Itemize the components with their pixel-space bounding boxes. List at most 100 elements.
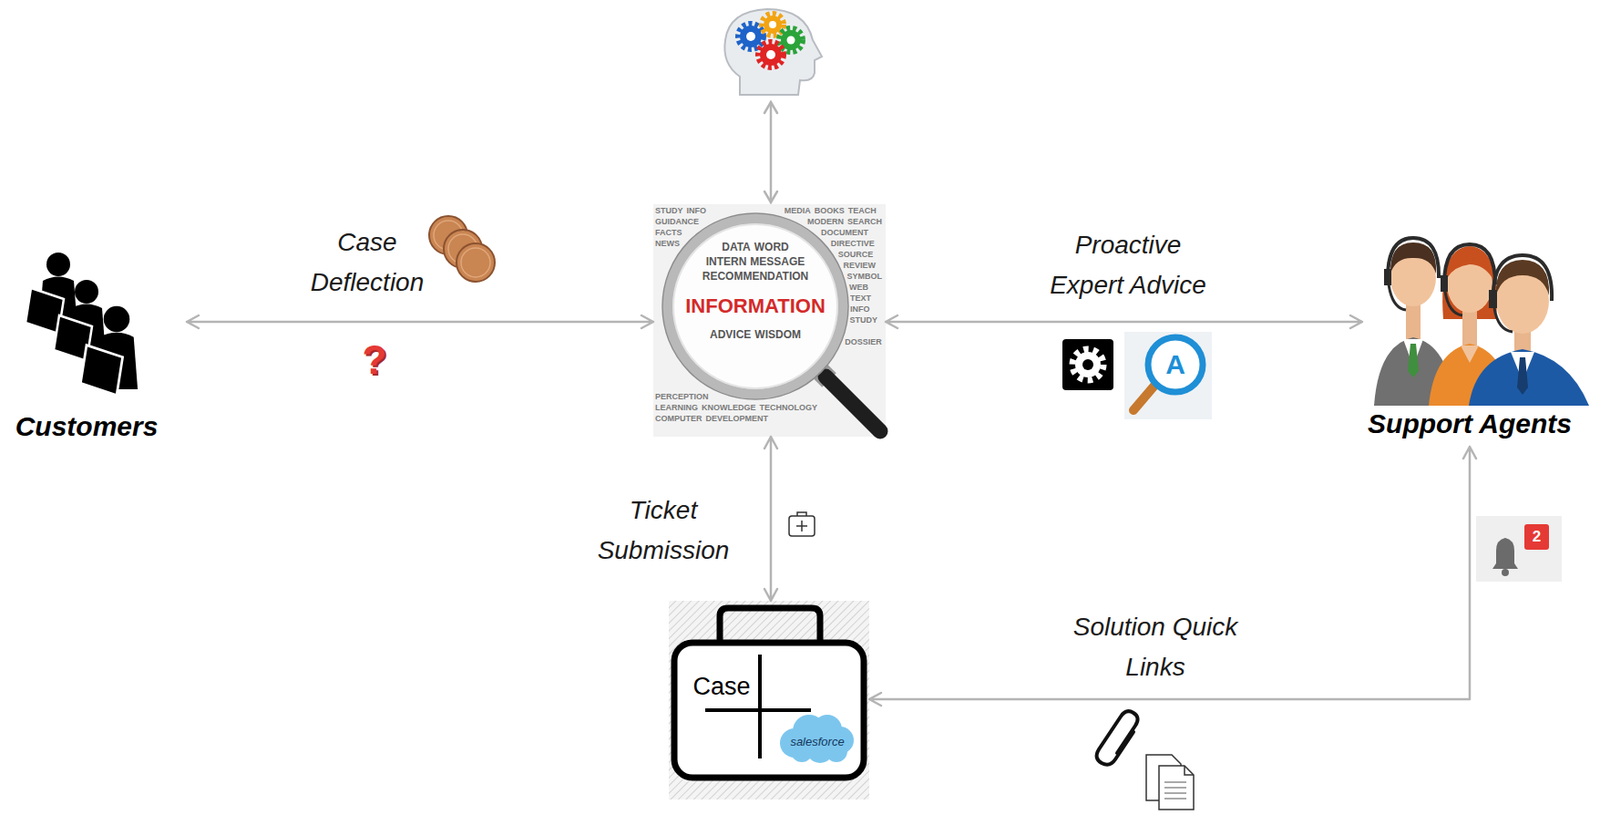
cloud-word: INTERN [706,255,748,268]
case-node: Casesalesforce [668,600,870,800]
cloud-word: GUIDANCE [655,216,699,227]
cloud-word: ADVICE [709,328,751,341]
cloud-word: TEACH [848,205,877,216]
agents-icon-part [1496,259,1549,296]
agents-icon-part [1445,291,1463,316]
coins-icon-part [456,243,495,282]
word-cloud-image [653,204,886,437]
case-icon-part [719,607,821,643]
case-label: Case [692,672,750,701]
brain-icon-part [724,9,822,95]
bell-icon [1476,515,1562,582]
case-icon-part [674,642,864,778]
cloud-word: WEB [849,282,869,293]
question-mark: ? [362,338,388,382]
agents-icon-part [1494,307,1513,332]
cloud-word: MEDIA [784,205,811,216]
connector [869,446,1477,706]
attachment-icon-part [1097,710,1139,765]
case-icon-part [668,600,870,800]
search-icon-part [1133,385,1155,411]
agents-icon-part [1446,249,1493,278]
badge-number: 2 [1532,527,1541,546]
attachment-icon-part [1158,765,1194,810]
brain-link-part [764,191,778,203]
search-icon-part [1148,337,1203,392]
bell-icon-part [1476,515,1562,582]
brain-icon-part [746,31,756,42]
edge-label: Proactive Expert Advice [1041,225,1215,306]
gear-icon [1062,338,1114,390]
brain-icon-part [758,41,784,68]
agents-icon-part [1488,289,1498,308]
agents-icon-part [1468,348,1590,406]
cloud-word: BOOKS [814,205,845,216]
cloud-word: DOCUMENT [820,227,869,238]
cloud-word: TEXT [850,293,872,304]
cloud-word: LEARNING [655,402,698,413]
lens-title: INFORMATION [685,294,826,318]
cloud-word: SYMBOL [846,271,883,282]
actor-node: Support Agents [1362,218,1596,447]
case-icon [668,600,870,800]
word-cloud-image-part [667,218,843,394]
brain-icon-part [739,25,762,48]
icon-letter: A [1165,349,1186,380]
bell-icon-part [1501,568,1509,576]
actor-label: Support Agents [1367,407,1572,441]
word-cloud-image-part [673,224,838,389]
case-add-icon-part [797,512,807,516]
actor-label: Customers [15,410,159,443]
brain-icon-part [759,43,782,66]
case-add-icon-part [796,524,808,527]
cloud-word: WISDOM [754,328,801,341]
search-icon-part [1124,331,1212,420]
case-add-icon [789,512,815,536]
agents-icon-part [1444,244,1496,285]
agents-icon-part [1493,255,1552,301]
cloud-word: MESSAGE [749,255,805,268]
attachment-icon-part [1184,765,1194,775]
word-cloud-image-part [662,213,849,400]
cloud-word: INFO [850,304,871,315]
agents-icon-part [1440,275,1448,292]
agents-icon-part [1460,345,1479,363]
customers-icon-part [80,306,138,396]
brain-link-part [764,102,778,113]
cloud-word: MODERN [807,216,844,227]
search-icon [1124,331,1212,420]
connector [186,315,654,329]
brain-icon-part [738,23,764,50]
cloud-word: STUDY [850,315,879,326]
cloud-word: INFO [687,205,708,216]
cloud-word: SOURCE [838,249,874,260]
cloud-word: TECHNOLOGY [759,402,819,413]
edge-label: Ticket Submission [597,490,730,571]
customers-icon [25,252,138,396]
cloud-word: SEARCH [847,216,883,227]
bell-icon-part [1524,523,1549,550]
cloud-word: STUDY [655,205,684,216]
gear-icon-part [1072,348,1104,380]
brain-link-part [769,102,773,203]
brain-icon-part [769,20,777,29]
cloud-word: KNOWLEDGE [701,402,757,413]
information-node: INFORMATION [653,204,886,437]
connector [885,315,1363,329]
agents-icon-part [1388,284,1406,310]
gear-icon-part [1075,351,1101,378]
cloud-word: WORD [754,240,790,254]
actor-node: Customers [4,238,187,447]
coins-icon [429,215,495,282]
case-icon-part [705,707,811,712]
brain-link [764,102,778,203]
attachment-icon-part [1164,781,1187,799]
cloud-word: REVIEW [842,260,876,271]
gear-icon-part [1062,338,1114,390]
agents-icon-part [1517,357,1529,395]
cloud-word: PERCEPTION [655,391,709,402]
brain-icon-part [763,15,782,34]
